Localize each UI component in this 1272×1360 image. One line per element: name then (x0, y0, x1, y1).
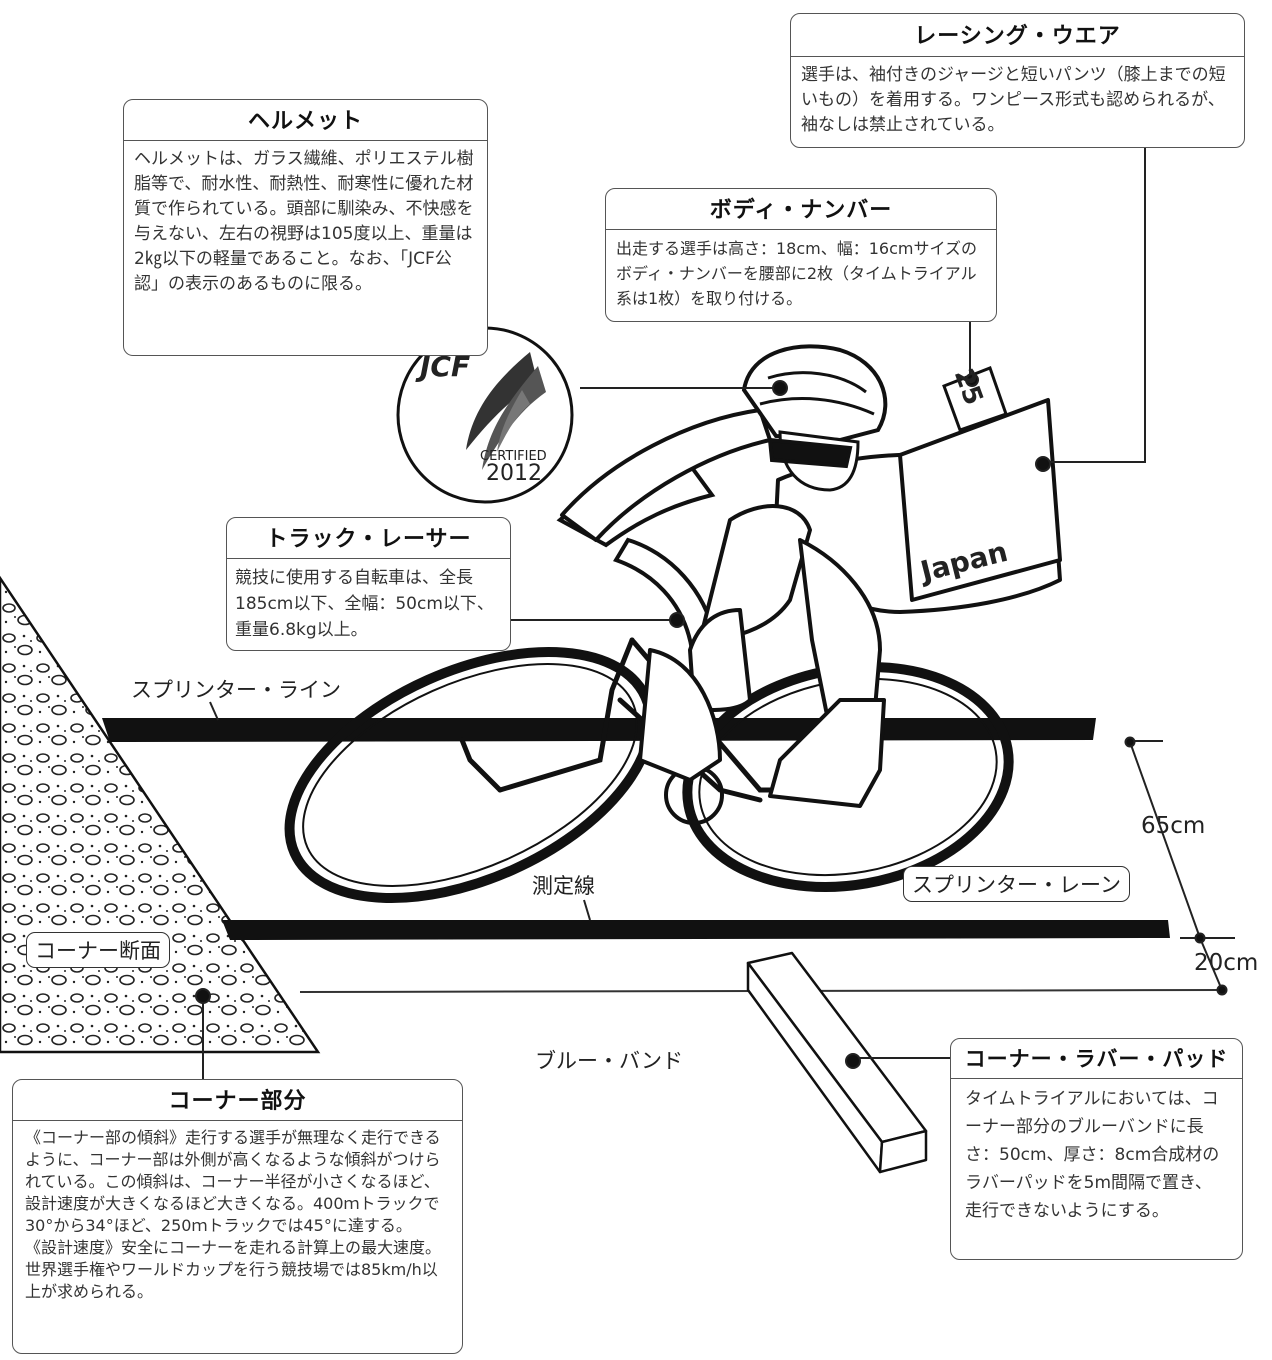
helmet-box: ヘルメット ヘルメットは、ガラス繊維、ポリエステル樹脂等で、耐水性、耐熱性、耐寒… (123, 99, 488, 356)
corner-section-label: コーナー断面 (26, 932, 170, 968)
racing-wear-text: 選手は、袖付きのジャージと短いパンツ（膝上までの短いもの）を着用する。ワンピース… (801, 65, 1226, 135)
logo-certified: CERTIFIED (480, 449, 547, 464)
dimension-65-label: 65cm (1141, 813, 1206, 839)
corner-part-box: コーナー部分 《コーナー部の傾斜》走行する選手が無理なく走行できるように、コーナ… (12, 1079, 463, 1354)
dimension-markers (1124, 736, 1235, 996)
rubber-pad-title: コーナー・ラバー・パッド (951, 1039, 1242, 1079)
body-number-box: ボディ・ナンバー 出走する選手は高さ：18cm、幅：16cmサイズのボディ・ナン… (605, 188, 997, 322)
helmet-illustration (741, 344, 888, 492)
helmet-text: ヘルメットは、ガラス繊維、ポリエステル樹脂等で、耐水性、耐熱性、耐寒性に優れた材… (134, 149, 474, 294)
corner-part-text: 《コーナー部の傾斜》走行する選手が無理なく走行できるように、コーナー部は外側が高… (25, 1128, 442, 1301)
front-wheel (284, 647, 656, 903)
track-racer-text: 競技に使用する自転車は、全長185cm以下、全幅：50cm以下、重量6.8kg以… (235, 568, 494, 640)
rider-body (560, 398, 1062, 808)
racing-wear-title: レーシング・ウエア (791, 14, 1244, 57)
body-number-text: 出走する選手は高さ：18cm、幅：16cmサイズのボディ・ナンバーを腰部に2枚（… (616, 239, 978, 308)
corner-rubber-pad (746, 951, 928, 1174)
measure-line-label: 測定線 (532, 874, 595, 898)
sprinter-lane-label: スプリンター・レーン (903, 866, 1130, 902)
racing-wear-box: レーシング・ウエア 選手は、袖付きのジャージと短いパンツ（膝上までの短いもの）を… (790, 13, 1245, 148)
dimension-20-label: 20cm (1194, 950, 1259, 976)
measure-line (222, 920, 1170, 940)
rubber-pad-box: コーナー・ラバー・パッド タイムトライアルにおいては、コーナー部分のブルーバンド… (950, 1038, 1243, 1260)
sprinter-line (102, 718, 1096, 742)
corner-part-title: コーナー部分 (13, 1080, 462, 1121)
track-racer-box: トラック・レーサー 競技に使用する自転車は、全長185cm以下、全幅：50cm以… (226, 517, 511, 651)
sprinter-line-label: スプリンター・ライン (131, 678, 341, 702)
leader-lines (195, 148, 1146, 1080)
rubber-pad-text: タイムトライアルにおいては、コーナー部分のブルーバンドに長さ：50cm、厚さ：8… (965, 1089, 1220, 1221)
logo-year: 2012 (486, 461, 542, 486)
helmet-title: ヘルメット (124, 100, 487, 141)
blue-band-label: ブルー・バンド (535, 1049, 684, 1073)
track-racer-title: トラック・レーサー (227, 518, 510, 559)
body-number-title: ボディ・ナンバー (606, 189, 996, 230)
